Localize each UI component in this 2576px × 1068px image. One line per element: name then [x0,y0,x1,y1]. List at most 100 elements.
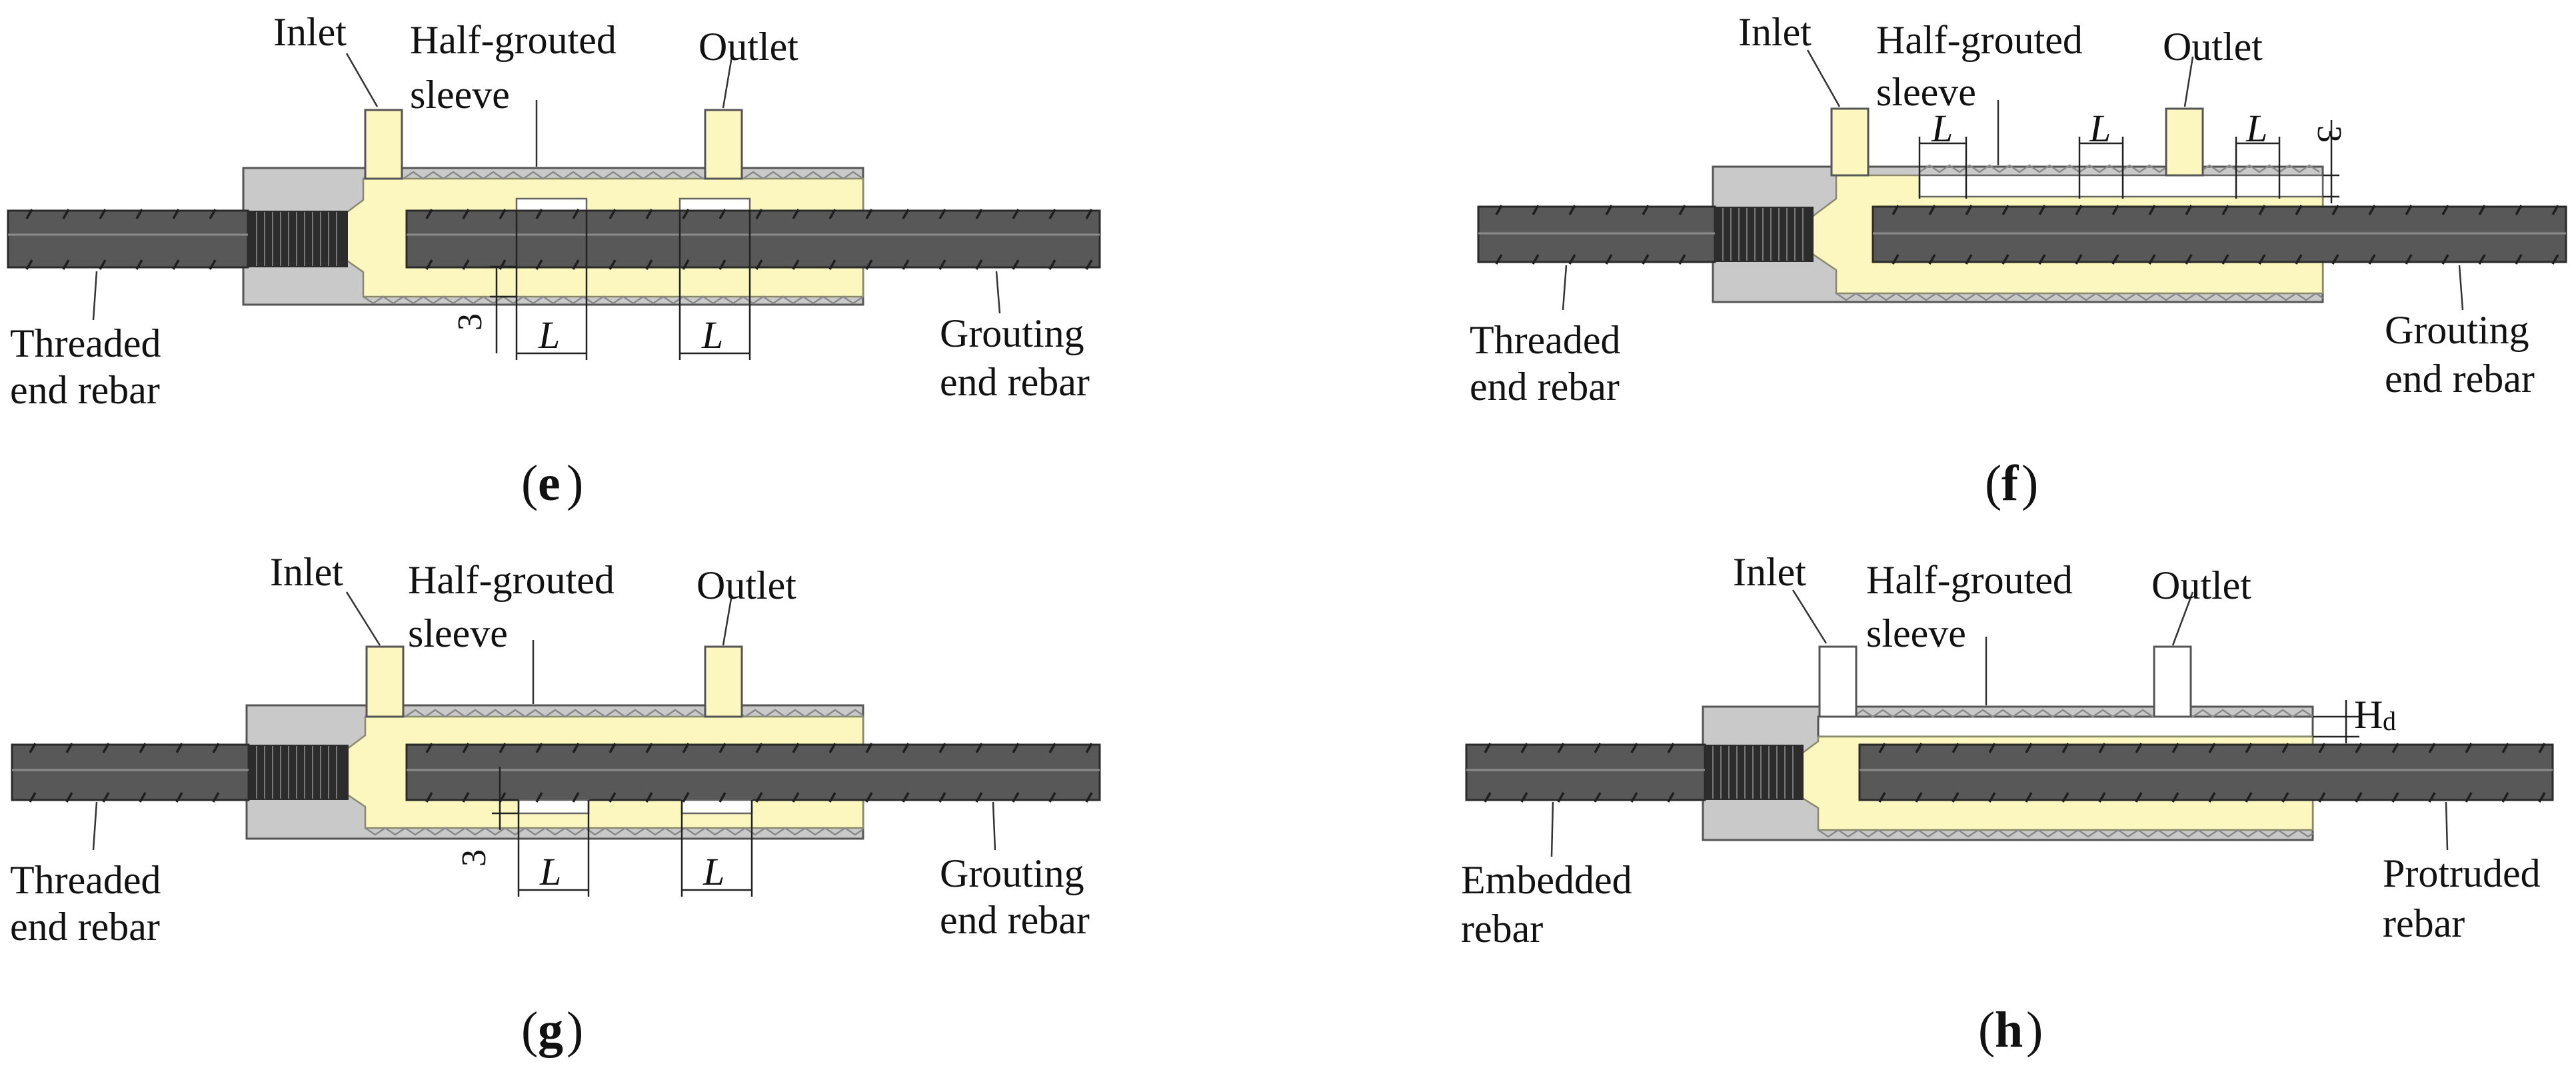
rebar-ribs [25,209,1093,270]
rebar-thread [1715,207,1814,262]
rebar-ribs [1495,205,2559,265]
panel-caption-letter: h [1995,1002,2023,1058]
thread-pitch-lines [256,746,337,799]
leader-lines [1550,589,2449,857]
inlet-label: Inlet [1733,550,1806,594]
right-rebar-label-line2: end rebar [940,360,1090,404]
left-rebar-label-line1: Embedded [1461,858,1632,902]
rebar-thread [248,211,348,267]
sleeve-inner-ribs-bottom [1818,829,2313,838]
left-rebar-label-line2: end rebar [10,905,160,949]
leader-lines [92,591,996,851]
dim-height-label: 3 [455,849,493,867]
dim-length-label: L [2245,107,2267,150]
outlet-port [2153,645,2192,718]
caption-close-paren: ) [2026,1002,2043,1058]
dim-hd-label: H [2354,693,2383,737]
dimension-lines [2313,700,2359,743]
right-rebar-label-line1: Grouting [2385,308,2529,352]
dim-length-label: L [539,850,561,893]
sleeve-label-line1: Half-grouted [408,558,615,602]
outlet-label: Outlet [698,25,798,69]
panel-e: L L 3 Inlet Half-grouted sleeve Outlet T… [7,10,1101,511]
caption-close-paren: ) [567,455,583,511]
panel-caption-letter: g [538,1002,563,1058]
dim-length-label: L [702,850,724,893]
dim-hd-subscript: d [2383,706,2396,736]
inlet-label: Inlet [270,550,343,594]
dim-length-label: L [1931,107,1953,150]
inlet-label: Inlet [273,10,347,54]
sleeve-label-line1: Half-grouted [1876,18,2083,62]
gap-defect-1 [515,197,588,212]
leader-lines [92,53,1001,321]
caption-close-paren: ) [2021,455,2038,511]
sleeve-inner-ribs-bottom [363,295,864,305]
right-rebar-label-line1: Protruded [2383,851,2541,895]
panel-caption-letter: f [2001,455,2019,511]
grouting-end-rebar [405,209,1101,269]
left-rebar-label-line2: end rebar [1470,365,1620,409]
outlet-label: Outlet [2151,563,2251,607]
outlet-port [704,645,743,718]
inlet-port [365,645,405,718]
grout-void-top [1817,715,2314,738]
caption-open-paren: ( [521,1002,538,1058]
sleeve-inner-ribs-top [1919,164,2320,173]
sleeve-label-line1: Half-grouted [1866,558,2073,602]
sleeve-inner-ribs-top [363,171,864,180]
sleeve-inner-ribs-top [365,709,864,718]
leader-lines [1562,49,2464,311]
right-rebar-label-line2: end rebar [2385,357,2535,401]
dim-height-label: 3 [2310,125,2348,143]
left-rebar-label-line1: Threaded [10,858,161,902]
dimension-lines [492,767,753,897]
threaded-end-rebar [11,743,250,801]
grouting-end-rebar [405,743,1101,801]
threaded-end-rebar [7,209,249,269]
right-rebar-label-line1: Grouting [940,851,1084,895]
inlet-port [1818,645,1858,718]
inlet-port [1830,107,1870,177]
inlet-port [364,109,403,180]
outlet-port [704,109,743,180]
left-rebar-label-line1: Threaded [1470,318,1621,362]
panel-f: L L L 3 Inlet Half-grouted sleeve Outlet… [1470,10,2567,511]
sleeve-label-line2: sleeve [1876,70,1976,114]
right-rebar-label-line2: rebar [2383,901,2465,945]
caption-open-paren: ( [1978,1002,1995,1058]
thread-pitch-lines [1712,746,1794,799]
gap-defect-top [1918,174,2324,198]
rebar-ribs [29,743,1093,803]
thread-pitch-lines [1722,208,1804,261]
sleeve-inner-ribs-bottom [1836,292,2323,301]
right-rebar-label-line2: end rebar [940,898,1090,942]
sleeve-label-line1: Half-grouted [410,18,617,62]
panel-g: L L 3 Inlet Half-grouted sleeve Outlet T… [10,550,1101,1058]
dimension-lines [1918,120,2339,203]
rebar-ribs [1484,743,2546,803]
sleeve-label-line2: sleeve [1866,611,1966,655]
thread-pitch-lines [256,212,337,266]
gap-defect-2 [680,799,753,815]
sleeve-inner-ribs-bottom [365,827,864,836]
outlet-label: Outlet [696,563,796,607]
panel-caption-letter: e [538,455,561,511]
dim-length-label: L [538,313,560,357]
caption-open-paren: ( [521,455,538,511]
left-rebar-label-line2: rebar [1461,907,1543,951]
left-rebar-label-line1: Threaded [10,321,161,365]
inlet-label: Inlet [1738,10,1812,54]
sleeve-inner-ribs-top [1852,709,2313,718]
dim-length-label: L [2089,107,2111,150]
outlet-port [2165,107,2204,177]
sleeve-label-line2: sleeve [410,73,510,117]
caption-open-paren: ( [1985,455,2001,511]
rebar-thread [249,745,349,800]
left-rebar-label-line2: end rebar [10,368,160,412]
outlet-label: Outlet [2163,25,2263,69]
panel-h: H d Inlet Half-grouted sleeve Outlet Emb… [1461,550,2554,1058]
gap-defect-1 [517,799,590,815]
rebar-thread [1705,745,1804,800]
